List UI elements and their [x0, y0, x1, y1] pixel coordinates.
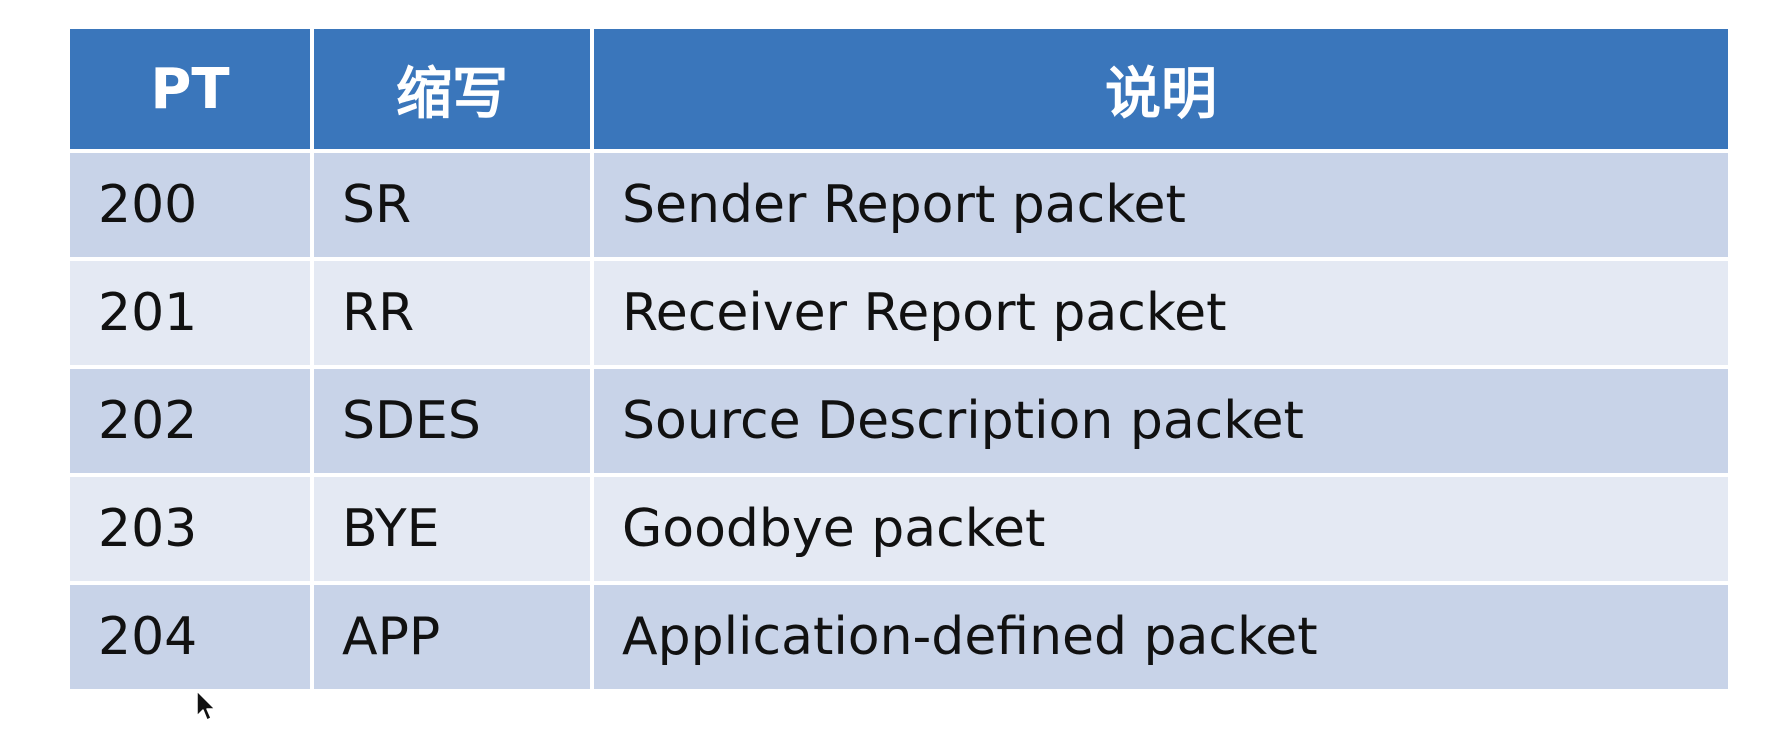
table-cell-pt: 200 — [70, 153, 310, 257]
table-cell-pt: 203 — [70, 477, 310, 581]
table-cell-abbreviation: SDES — [314, 369, 590, 473]
header-cell-pt: PT — [70, 29, 310, 149]
table-cell-description: Sender Report packet — [594, 153, 1728, 257]
mouse-pointer-icon — [196, 690, 216, 721]
rtcp-packet-type-table: PT 缩写 说明 200 SR Sender Report packet 201… — [70, 29, 1728, 689]
table-cell-pt: 204 — [70, 585, 310, 689]
header-cell-description: 说明 — [594, 29, 1728, 149]
table-cell-abbreviation: BYE — [314, 477, 590, 581]
table-cell-pt: 201 — [70, 261, 310, 365]
table-cell-description: Goodbye packet — [594, 477, 1728, 581]
table-cell-pt: 202 — [70, 369, 310, 473]
table-cell-abbreviation: APP — [314, 585, 590, 689]
table-cell-description: Receiver Report packet — [594, 261, 1728, 365]
header-cell-abbreviation: 缩写 — [314, 29, 590, 149]
table-cell-abbreviation: RR — [314, 261, 590, 365]
table-cell-abbreviation: SR — [314, 153, 590, 257]
table-cell-description: Application-defined packet — [594, 585, 1728, 689]
table-cell-description: Source Description packet — [594, 369, 1728, 473]
